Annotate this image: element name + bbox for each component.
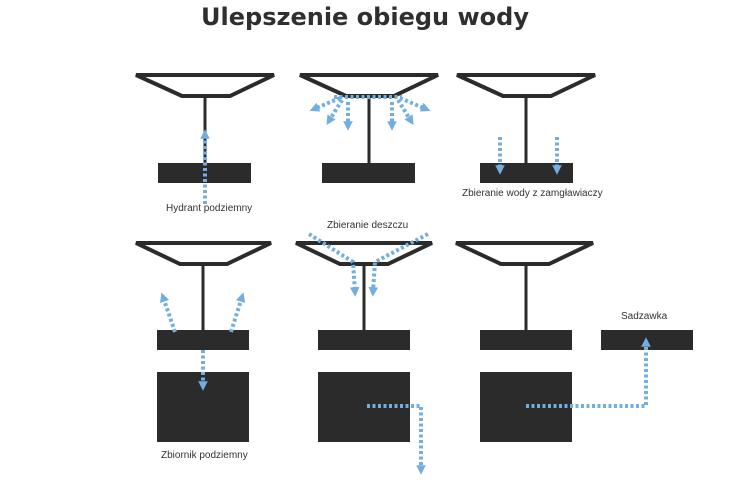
ground-slab	[480, 330, 572, 350]
panel-rain-collection	[295, 232, 433, 475]
pond-supply-arrow	[526, 337, 651, 408]
diagram-title: Ulepszenie obiegu wody	[201, 3, 529, 31]
funnel-canopy	[295, 241, 433, 266]
panel-sprinkling	[299, 73, 439, 183]
ground-slab	[158, 163, 251, 183]
rain-arrow	[307, 232, 360, 297]
funnel-canopy	[299, 73, 439, 98]
panel-mist-collection	[456, 73, 596, 183]
label-hydrant: Hydrant podziemny	[166, 203, 253, 214]
panel-hydrant	[135, 73, 275, 204]
spray-arrow	[399, 96, 431, 112]
funnel-canopy	[456, 73, 596, 98]
splash-arrow	[160, 292, 177, 333]
funnel-canopy	[135, 73, 275, 98]
panel-underground-tank	[135, 241, 272, 442]
label-rain-collection: Zbieranie deszczu	[327, 220, 409, 231]
spray-arrow	[326, 98, 344, 126]
label-pond: Sadzawka	[621, 311, 668, 322]
ground-slab	[480, 163, 573, 183]
ground-slab	[318, 330, 410, 350]
spray-arrow	[309, 96, 341, 112]
overflow-arrow	[367, 404, 426, 475]
panel-pond	[455, 241, 693, 442]
underground-tank	[157, 372, 249, 442]
label-mist-collection: Zbieranie wody z zamgławiaczy	[462, 188, 603, 199]
label-tank: Zbiornik podziemny	[161, 450, 248, 461]
ground-slab	[157, 330, 249, 350]
funnel-canopy	[455, 241, 594, 266]
spray-arrow	[396, 98, 414, 126]
ground-slab	[322, 163, 415, 183]
funnel-canopy	[135, 241, 272, 266]
splash-arrow	[229, 292, 246, 333]
rain-arrow	[368, 232, 429, 297]
